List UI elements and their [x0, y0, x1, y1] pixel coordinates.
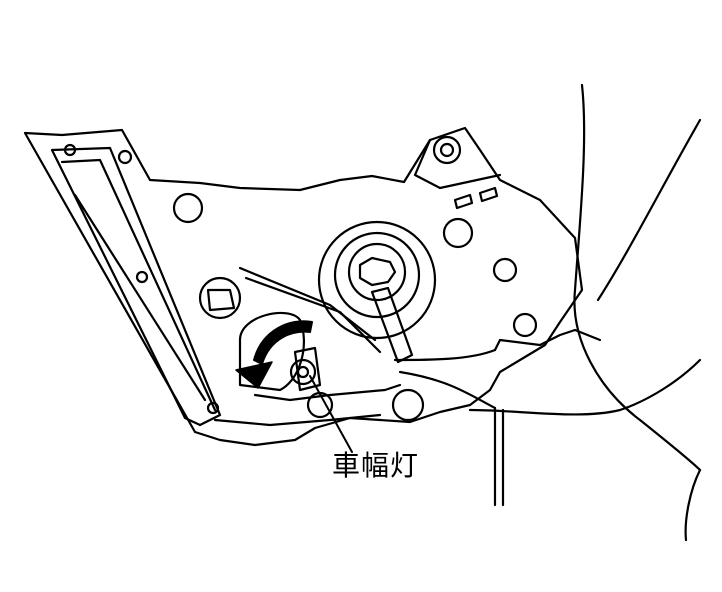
mount-boss-left — [172, 192, 204, 224]
rim-bolt-hole-3 — [206, 401, 220, 415]
headlamp-socket-inner — [333, 231, 421, 319]
mount-boss-top-right — [432, 135, 462, 165]
callout-leader-line — [309, 375, 353, 453]
mount-boss-lower-right — [512, 312, 538, 338]
housing-lens-rim — [50, 146, 222, 427]
mount-boss-right — [492, 257, 518, 283]
rim-bolt-hole-4 — [117, 149, 133, 165]
rim-bolt-hole-2 — [135, 270, 149, 284]
housing-outer — [23, 126, 584, 447]
clearance-lamp-label: 車幅灯 — [332, 449, 420, 482]
wire-harness — [370, 286, 414, 364]
mount-boss-lower — [391, 388, 425, 422]
rotate-ccw-arrow-icon — [235, 320, 313, 389]
clearance-lamp-socket — [289, 358, 317, 386]
fender-edge — [596, 118, 702, 302]
mount-boss-center — [442, 217, 474, 249]
rim-bolt-hole-1 — [63, 143, 77, 157]
side-connector — [198, 276, 242, 320]
fender-outline — [573, 83, 702, 472]
headlamp-socket-outer — [317, 220, 437, 340]
